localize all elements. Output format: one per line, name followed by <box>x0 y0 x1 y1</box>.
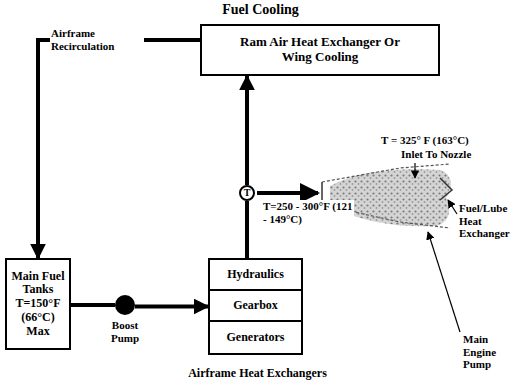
fuel-line <box>245 201 249 258</box>
annotation-label: Fuel/Lube Heat Exchanger <box>458 202 520 240</box>
fuel-to-engine-arrow <box>257 191 318 195</box>
leader-arrow <box>428 232 460 332</box>
fuel-line <box>38 40 200 258</box>
node-label: Ram Air Heat Exchanger Or Wing Cooling <box>240 35 400 65</box>
leader-arrow <box>448 200 457 214</box>
heat-exchanger-box: Generators <box>210 322 301 353</box>
node-label: Airframe Heat Exchangers <box>150 367 365 381</box>
node-label: Gearbox <box>233 299 278 313</box>
heat-exchanger-group: Airframe Heat ExchangersHydraulicsGearbo… <box>208 258 303 355</box>
node-label: Boost Pump <box>101 319 149 344</box>
heat-exchanger-box: Gearbox <box>210 291 301 322</box>
annotation-label: Airframe Recirculation <box>50 27 144 52</box>
node-label: Main Fuel Tanks T=150°F (66°C) Max <box>11 270 65 339</box>
fuel-lube-heat-exchanger <box>440 178 452 200</box>
leader-arrow <box>414 163 415 178</box>
fuel-line <box>71 303 115 307</box>
node-label: Generators <box>227 331 285 345</box>
process-box: Main Fuel Tanks T=150°F (66°C) Max <box>5 258 71 350</box>
pump-symbol: Boost Pump <box>115 295 135 315</box>
process-box: Ram Air Heat Exchanger Or Wing Cooling <box>200 24 440 76</box>
annotation-label: Inlet To Nozzle <box>400 148 472 161</box>
annotation-label: Main Engine Pump <box>462 333 516 371</box>
node-label: Hydraulics <box>227 268 284 282</box>
annotation-label: T = 325° F (163°C) <box>380 134 470 147</box>
diagram-title: Fuel Cooling <box>200 2 321 18</box>
heat-exchanger-box: Hydraulics <box>210 260 301 291</box>
temperature-sensor: T <box>239 185 255 201</box>
fuel-line <box>135 305 208 309</box>
annotation-label: T=250 - 300°F (121 - 149°C) <box>262 200 354 225</box>
nozzle-outline <box>322 164 450 182</box>
fuel-line <box>245 76 249 185</box>
sensor-letter: T <box>244 187 251 199</box>
